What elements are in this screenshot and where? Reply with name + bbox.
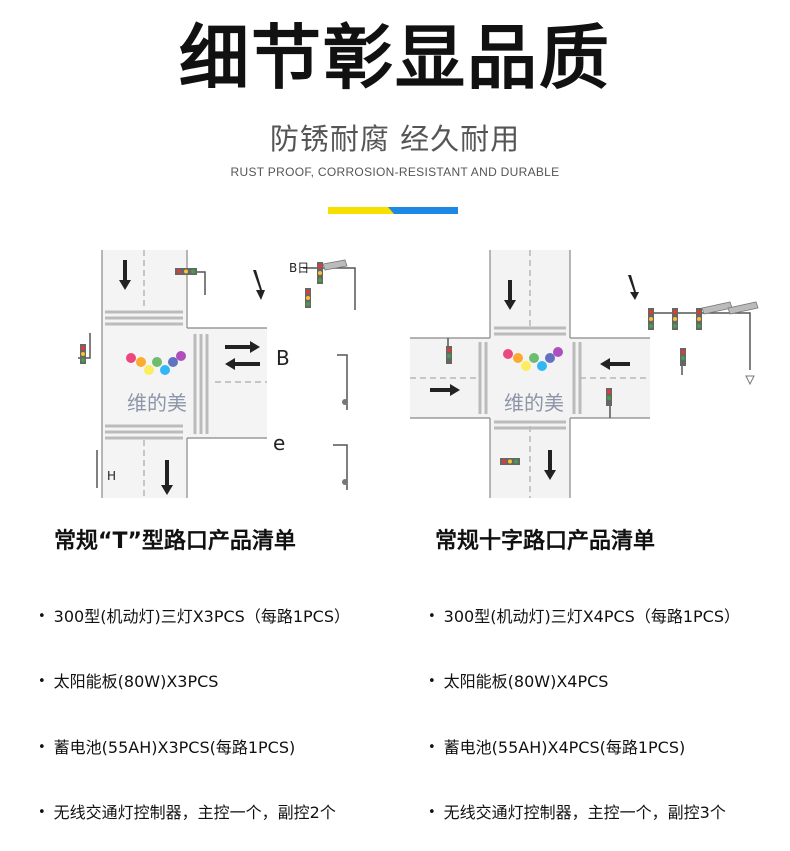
page-subtitle-english: RUST PROOF, CORROSION-RESISTANT AND DURA… [230, 165, 560, 179]
watermark-logo-icon [503, 347, 563, 371]
bullet-icon: • [428, 740, 436, 755]
t-junction-illustration: B e H B日 维的美 [78, 250, 356, 498]
watermark-logo-icon [126, 351, 186, 375]
cross-junction-illustration: 维的美 [410, 250, 759, 498]
bullet-icon: • [428, 674, 436, 689]
label-e: e [273, 431, 285, 455]
t-junction-list-title: 常规“T”型路口产品清单 [54, 529, 296, 554]
list-item: •蓄电池(55AH)X4PCS(每路1PCS) [428, 738, 686, 757]
cross-list-title: 常规十字路口产品清单 [435, 529, 656, 554]
bullet-icon: • [38, 674, 46, 689]
watermark-text: 维的美 [504, 391, 564, 415]
list-item: •太阳能板(80W)X4PCS [428, 672, 609, 691]
label-b: B [276, 346, 290, 370]
bullet-icon: • [428, 805, 436, 820]
watermark-text: 维的美 [127, 391, 187, 415]
accent-bar [328, 207, 458, 214]
t-junction-diagram: B e H B日 维的美 [75, 250, 365, 498]
list-item: •太阳能板(80W)X3PCS [38, 672, 219, 691]
bullet-icon: • [38, 609, 46, 624]
bullet-icon: • [38, 740, 46, 755]
page-subtitle: 防锈耐腐 经久耐用 [269, 122, 521, 156]
bullet-icon: • [428, 609, 436, 624]
cross-junction-diagram: 维的美 [410, 250, 765, 498]
page-title: 细节彰显品质 [179, 17, 611, 99]
list-item: •无线交通灯控制器，主控一个，副控3个 [428, 803, 726, 822]
list-item: •300型(机动灯)三灯X4PCS（每路1PCS） [428, 607, 740, 626]
label-h: H [107, 469, 116, 483]
list-item: •蓄电池(55AH)X3PCS(每路1PCS) [38, 738, 296, 757]
bullet-icon: • [38, 805, 46, 820]
label-b-sign: B日 [289, 261, 309, 275]
list-item: •无线交通灯控制器，主控一个，副控2个 [38, 803, 336, 822]
list-item: •300型(机动灯)三灯X3PCS（每路1PCS） [38, 607, 350, 626]
